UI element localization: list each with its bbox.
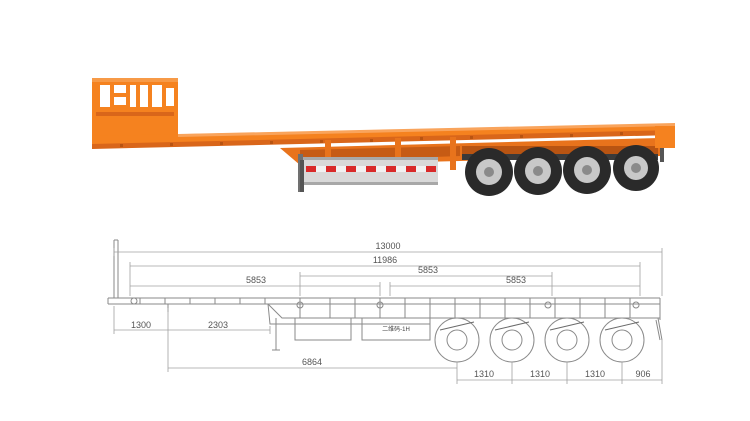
dim-segment-2: 5853 (418, 265, 438, 275)
deck-ticks (139, 298, 631, 318)
dim-landing-gear-offset: 2303 (208, 320, 228, 330)
side-guard (298, 154, 438, 192)
dim-rear-overhang: 906 (635, 369, 650, 379)
dim-overall-length: 13000 (375, 241, 400, 251)
side-plate-label: 二维码-1H (382, 325, 410, 333)
trailer-photo (92, 78, 675, 196)
side-view-drawing (107, 239, 663, 384)
dimension-labels: 13000 11986 5853 5853 5853 1300 2303 686… (131, 241, 651, 379)
wheel (613, 145, 659, 191)
dim-segment-3: 5853 (506, 275, 526, 285)
main-frame (267, 303, 660, 319)
dim-axle-spacing-3: 1310 (585, 369, 605, 379)
side-guard-drawing (361, 317, 431, 341)
reflective-tape (306, 166, 436, 172)
landing-gear (300, 160, 304, 192)
rear-mud-flap-mount (660, 148, 664, 162)
wheel-set (465, 145, 659, 196)
dim-axle-spacing-2: 1310 (530, 369, 550, 379)
dimension-lines (113, 248, 663, 384)
dim-axle-spacing-1: 1310 (474, 369, 494, 379)
headboard (92, 78, 178, 144)
suspension-frame (462, 146, 658, 160)
headboard-post (113, 239, 119, 298)
wheel (465, 148, 513, 196)
twist-lock-markers (130, 297, 640, 309)
wheel (563, 146, 611, 194)
dim-kingpin-to-axle: 6864 (302, 357, 322, 367)
toolbox-drawing (294, 317, 352, 341)
dim-segment-1: 5853 (246, 275, 266, 285)
dim-deck-length: 11986 (373, 255, 397, 265)
wheel-drawings (434, 317, 645, 363)
deck (92, 123, 675, 149)
wheel (514, 147, 562, 195)
dim-kingpin-offset: 1300 (131, 320, 151, 330)
rear-end (655, 126, 675, 148)
landing-gear-drawing (272, 318, 280, 351)
